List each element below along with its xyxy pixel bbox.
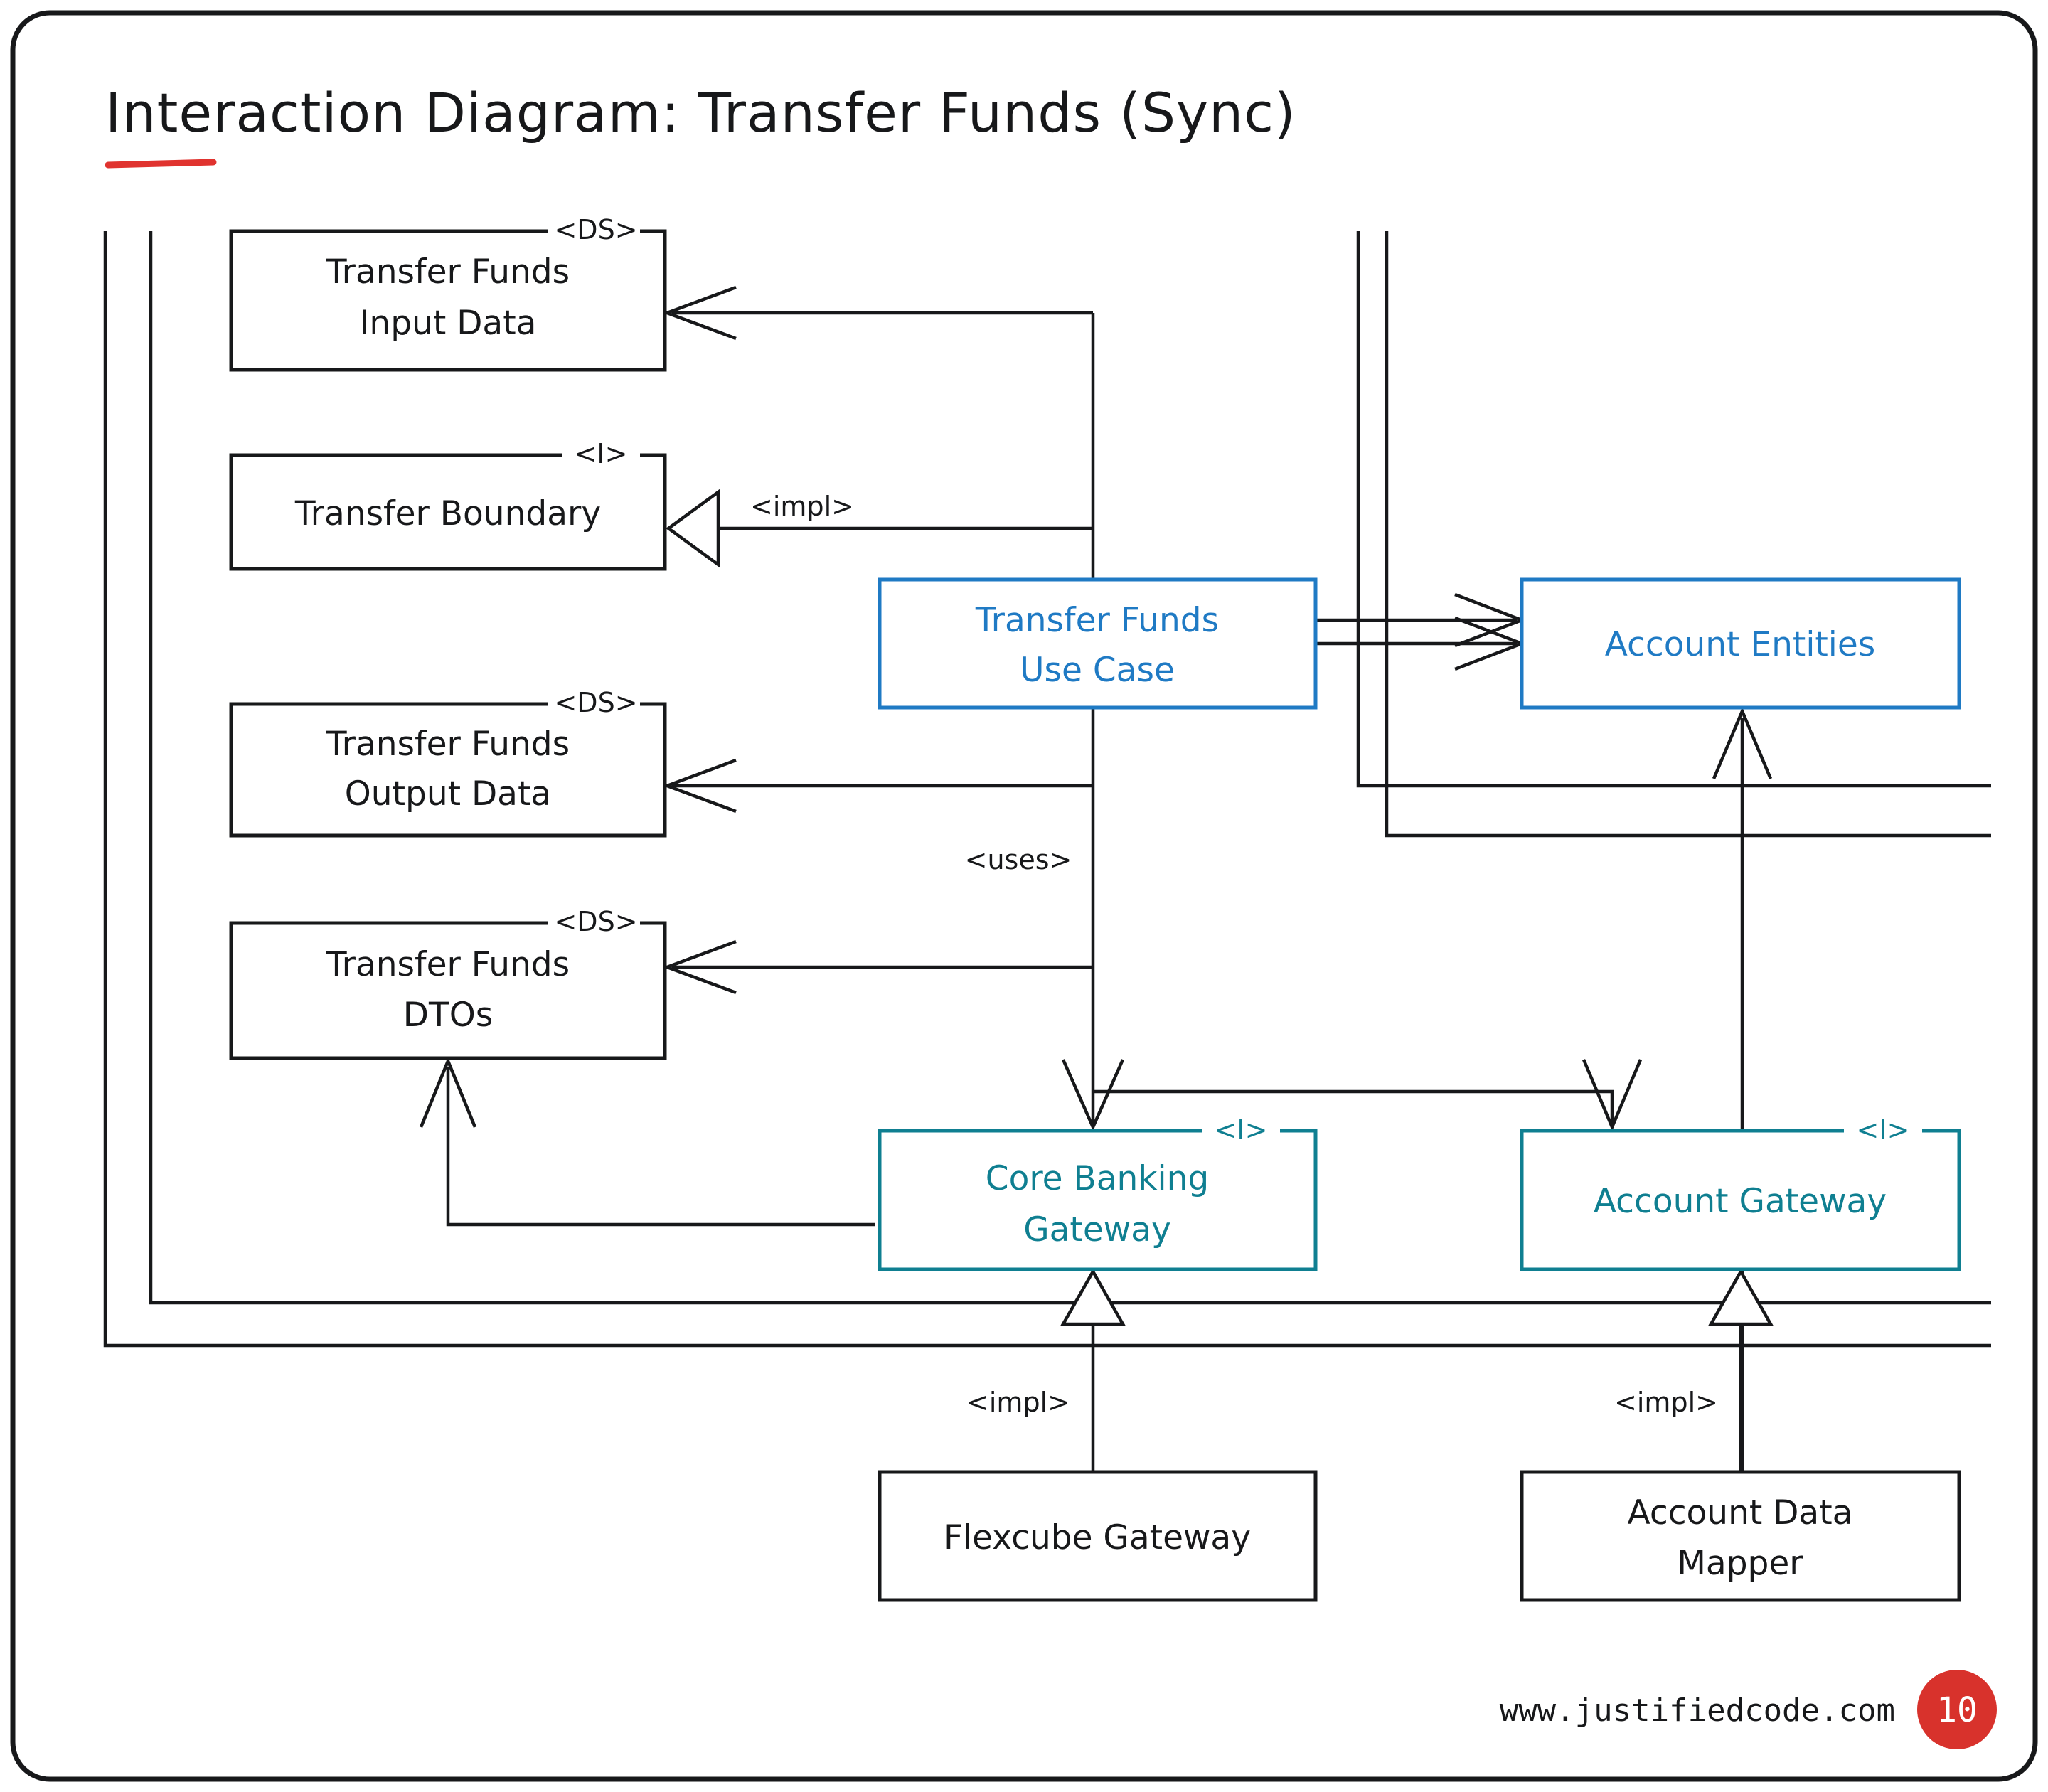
edge-label-uses: <uses> xyxy=(965,844,1072,875)
node-label-line1: Account Data xyxy=(1628,1493,1853,1532)
connector-layer: <impl> <uses> xyxy=(103,231,1991,1472)
arrowhead-dtos-from-core-banking xyxy=(419,1057,477,1128)
node-label-line1: Account Gateway xyxy=(1594,1182,1887,1221)
node-transfer-funds-output-data[interactable]: Transfer Funds Output Data <DS> xyxy=(229,686,667,838)
node-transfer-funds-input-data[interactable]: Transfer Funds Input Data <DS> xyxy=(229,213,667,372)
page-title: Interaction Diagram: Transfer Funds (Syn… xyxy=(105,81,1296,144)
node-label-line1: Account Entities xyxy=(1605,625,1876,664)
node-transfer-boundary[interactable]: Transfer Boundary <I> xyxy=(229,437,667,571)
arrowhead-account-gateway xyxy=(1582,1059,1643,1131)
arrowhead-dtos xyxy=(662,939,737,995)
node-label-line2: Use Case xyxy=(1020,651,1175,690)
arrowhead-usecase-to-core-banking xyxy=(1061,1059,1125,1131)
node-flexcube-gateway[interactable]: Flexcube Gateway xyxy=(878,1470,1318,1602)
node-label-line1: Transfer Funds xyxy=(975,601,1219,640)
node-label-line1: Transfer Boundary xyxy=(294,494,601,533)
edge-right-rail-inner xyxy=(1356,231,1991,788)
node-label-line2: Output Data xyxy=(345,774,551,814)
edge-label-impl-flexcube: <impl> xyxy=(966,1387,1070,1418)
stereotype-badge: <DS> xyxy=(554,906,637,937)
footer-url[interactable]: www.justifiedcode.com xyxy=(1500,1692,1895,1729)
node-account-data-mapper[interactable]: Account Data Mapper xyxy=(1520,1470,1961,1602)
arrowhead-impl-mapper xyxy=(1708,1268,1774,1326)
arrowhead-impl-boundary xyxy=(666,489,720,568)
stereotype-badge: <I> xyxy=(1215,1114,1268,1146)
stereotype-badge: <I> xyxy=(1857,1114,1910,1146)
edge-left-outer-rail xyxy=(103,231,1991,1348)
title-underline xyxy=(105,159,217,169)
edge-usecase-to-account-gateway xyxy=(1093,1089,1614,1124)
edge-left-inner-rail xyxy=(149,231,1991,1305)
stereotype-badge: <DS> xyxy=(554,214,637,245)
arrowhead-impl-flexcube xyxy=(1060,1268,1126,1326)
node-label-line2: Mapper xyxy=(1677,1544,1803,1583)
stereotype-badge: <DS> xyxy=(554,687,637,718)
node-transfer-funds-use-case[interactable]: Transfer Funds Use Case xyxy=(878,577,1318,710)
edge-right-rail-outer xyxy=(1385,231,1991,838)
node-label-line1: Flexcube Gateway xyxy=(944,1518,1251,1557)
node-label-line2: Input Data xyxy=(360,304,537,343)
slide-frame xyxy=(10,10,2038,1782)
node-core-banking-gateway[interactable]: Core Banking Gateway <I> xyxy=(878,1114,1318,1271)
arrowhead-mapper-account-entities xyxy=(1712,707,1773,779)
node-label-line2: Gateway xyxy=(1023,1210,1171,1249)
edge-label-impl-mapper: <impl> xyxy=(1614,1387,1718,1418)
page-number-badge: 10 xyxy=(1917,1670,1997,1749)
node-account-gateway[interactable]: Account Gateway <I> xyxy=(1520,1114,1961,1271)
node-transfer-funds-dtos[interactable]: Transfer Funds DTOs <DS> xyxy=(229,905,667,1060)
arrowhead-input-data xyxy=(662,285,737,341)
node-label-line1: Transfer Funds xyxy=(326,725,570,764)
page-number: 10 xyxy=(1936,1690,1978,1730)
edge-core-banking-to-dtos xyxy=(446,1067,875,1227)
node-label-line2: DTOs xyxy=(403,996,493,1035)
node-account-entities[interactable]: Account Entities xyxy=(1520,577,1961,710)
arrowhead-output-data xyxy=(662,758,737,814)
node-label-line1: Transfer Funds xyxy=(326,252,570,292)
node-label-line1: Transfer Funds xyxy=(326,945,570,984)
stereotype-badge: <I> xyxy=(575,438,628,469)
node-label-line1: Core Banking xyxy=(986,1159,1209,1198)
edge-label-impl-boundary: <impl> xyxy=(750,491,854,522)
